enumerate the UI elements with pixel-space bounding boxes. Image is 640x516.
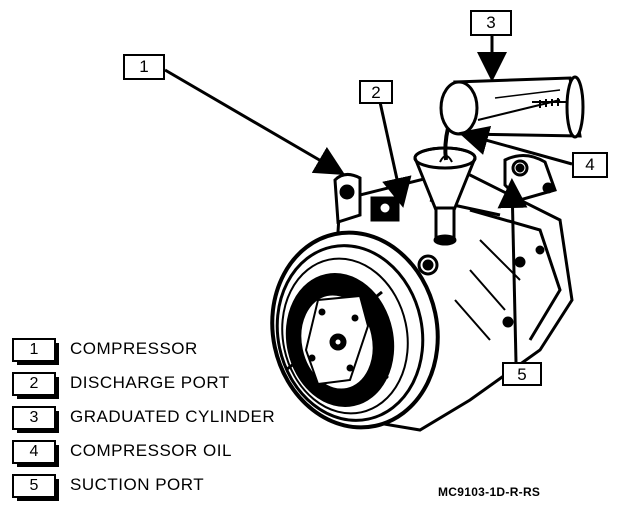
legend-item-graduated-cylinder: 3 GRADUATED CYLINDER <box>12 406 312 433</box>
legend-label: GRADUATED CYLINDER <box>70 407 276 426</box>
figure-code: MC9103-1D-R-RS <box>438 485 541 499</box>
oil-stream <box>443 127 450 161</box>
legend-number: 2 <box>12 372 59 399</box>
clutch-pulley <box>270 230 440 430</box>
legend-label: COMPRESSOR <box>70 339 198 358</box>
callout-graduated-cylinder: 3 <box>470 10 512 36</box>
callout-compressor-oil: 4 <box>572 152 608 178</box>
legend-number: 5 <box>12 474 59 501</box>
graduated-cylinder <box>439 75 585 139</box>
legend-label: SUCTION PORT <box>70 475 205 494</box>
legend-label: DISCHARGE PORT <box>70 373 230 392</box>
legend-item-discharge-port: 2 DISCHARGE PORT <box>12 372 312 399</box>
legend-item-compressor: 1 COMPRESSOR <box>12 338 312 365</box>
legend-number: 3 <box>12 406 59 433</box>
legend-number: 1 <box>12 338 59 365</box>
legend-label: COMPRESSOR OIL <box>70 441 232 460</box>
leader-lines <box>164 36 573 363</box>
legend-item-suction-port: 5 SUCTION PORT <box>12 474 312 501</box>
legend-item-compressor-oil: 4 COMPRESSOR OIL <box>12 440 312 467</box>
callout-suction-port: 5 <box>502 362 542 386</box>
callout-discharge-port: 2 <box>359 80 393 104</box>
callout-compressor: 1 <box>123 54 165 80</box>
legend-number: 4 <box>12 440 59 467</box>
